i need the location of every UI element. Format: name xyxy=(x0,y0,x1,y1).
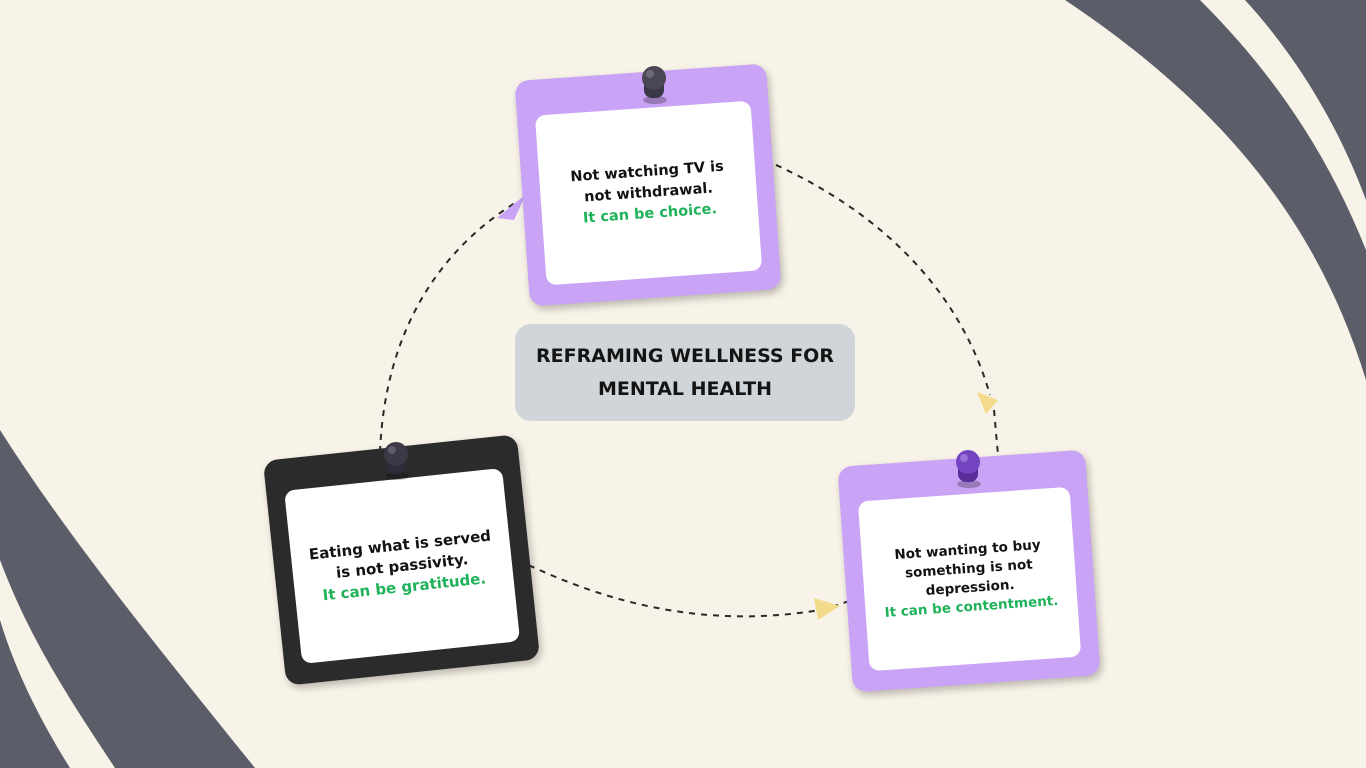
note-paper: Eating what is served is not passivity. … xyxy=(284,467,521,664)
pushpin-icon xyxy=(384,442,409,480)
swoosh-top-right xyxy=(1065,0,1366,380)
pushpin-icon xyxy=(642,66,667,104)
connector-top-to-right xyxy=(764,159,991,396)
title-line-1: REFRAMING WELLNESS FOR xyxy=(536,344,834,367)
connector-left-to-right xyxy=(517,559,861,618)
title-line-2: MENTAL HEALTH xyxy=(597,377,773,400)
connector-right-lower xyxy=(993,409,999,456)
arrowhead-icon xyxy=(814,598,840,620)
swoosh-bottom-left-highlight xyxy=(0,560,115,768)
diagram-title: REFRAMING WELLNESS FOR MENTAL HEALTH xyxy=(515,324,855,421)
pushpin-icon xyxy=(956,450,981,488)
connector-left-to-top xyxy=(379,202,516,453)
swoosh-top-right-highlight xyxy=(1200,0,1366,250)
arrowhead-icon xyxy=(977,392,998,414)
note-paper: Not watching TV is not withdrawal. It ca… xyxy=(534,100,763,286)
arrowhead-icon xyxy=(497,194,526,220)
swoosh-bottom-left xyxy=(0,430,255,768)
note-paper: Not wanting to buy something is not depr… xyxy=(857,486,1082,672)
